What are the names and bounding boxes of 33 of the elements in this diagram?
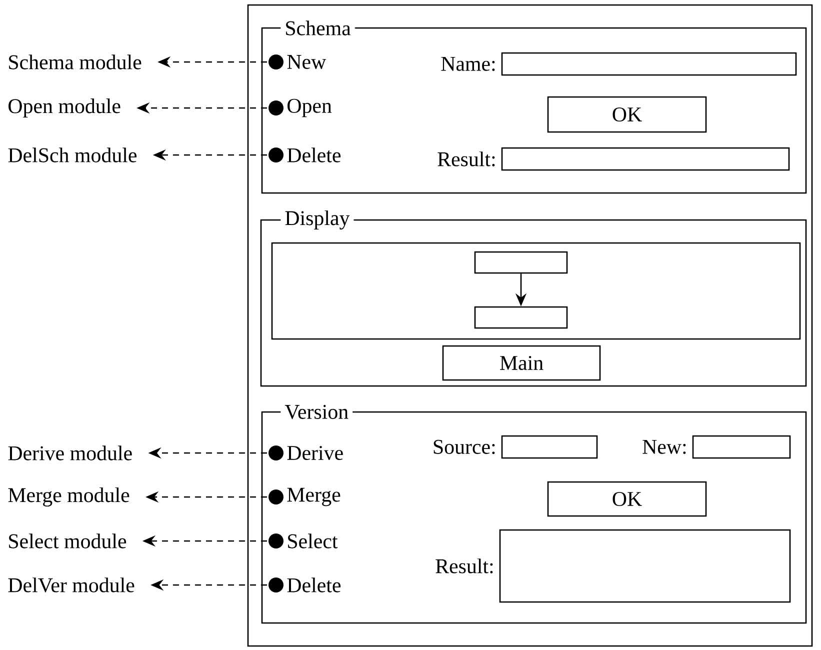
- radio-option: Merge: [268, 488, 340, 506]
- radio-option: Select: [268, 534, 338, 548]
- field-label: New:: [642, 440, 686, 454]
- node-label: Derive: [287, 446, 343, 460]
- node-label: New: [287, 55, 326, 69]
- button: OK: [547, 96, 707, 133]
- radio-option: Delete: [268, 578, 341, 592]
- button: Main: [442, 345, 601, 381]
- canvas-box: [271, 242, 801, 340]
- module-label: Derive module: [8, 446, 132, 460]
- radio-option: New: [268, 54, 326, 70]
- field-label: Source:: [434, 440, 495, 454]
- node-label: Open: [288, 98, 332, 118]
- radio-option: Open: [268, 98, 332, 118]
- field-label: Result:: [436, 558, 493, 574]
- diagram-box: [474, 251, 568, 274]
- node-label: Select: [288, 534, 338, 548]
- module-label: DelVer module: [8, 578, 134, 592]
- window-frame: [247, 4, 813, 647]
- module-label: Merge module: [8, 487, 130, 506]
- module-label: Select module: [9, 534, 126, 548]
- field-label: Name:: [441, 57, 495, 71]
- module-label: Schema module: [9, 54, 142, 70]
- radio-option: Derive: [268, 446, 343, 460]
- module-label: DelSch module: [8, 148, 137, 162]
- node-label: Delete: [287, 578, 341, 592]
- radio-option: Delete: [268, 148, 341, 162]
- node-label: Merge: [287, 488, 340, 506]
- node-label: Delete: [287, 148, 341, 162]
- button: OK: [547, 481, 707, 517]
- field-label: Result:: [438, 152, 495, 166]
- diagram-box: [474, 306, 568, 329]
- module-label: Open module: [8, 98, 120, 118]
